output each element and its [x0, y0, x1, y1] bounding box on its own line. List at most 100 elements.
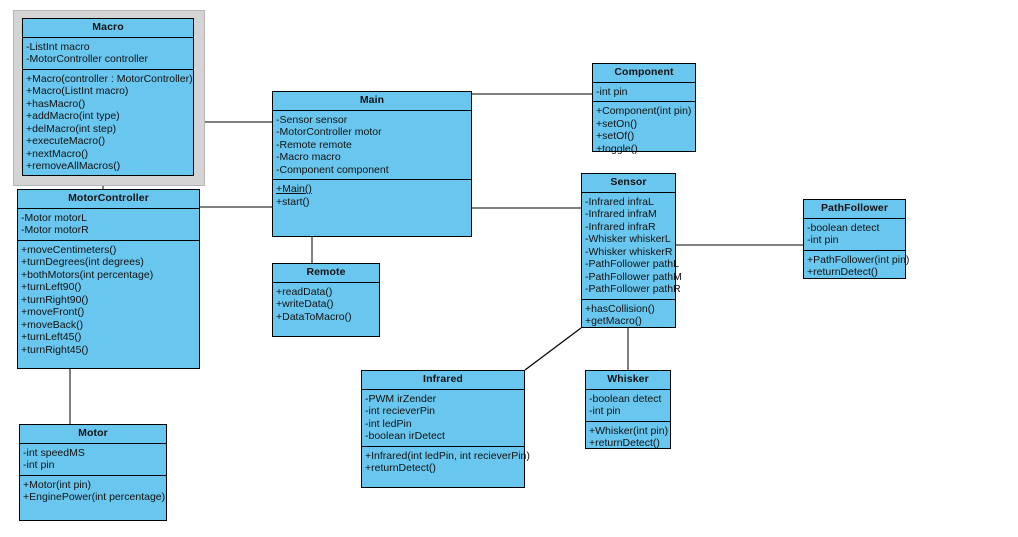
uml-member: -boolean detect: [807, 221, 880, 234]
uml-member: +turnLeft45(): [21, 331, 82, 343]
uml-member: -int pin: [807, 234, 839, 246]
uml-attributes-compartment: -boolean detect-int pin: [586, 390, 670, 421]
uml-class-whisker[interactable]: Whisker-boolean detect-int pin +Whisker(i…: [585, 370, 671, 449]
uml-attributes-compartment: -PWM irZender-int recieverPin-int ledPin…: [362, 390, 524, 446]
uml-member: -int recieverPin: [365, 405, 436, 417]
uml-member: -boolean irDetect: [365, 430, 445, 442]
uml-class-motorcontroller[interactable]: MotorController-Motor motorL-Motor motor…: [17, 189, 200, 369]
uml-member: +moveFront(): [21, 306, 85, 318]
uml-member: -PathFollower pathR: [585, 283, 681, 295]
uml-class-sensor[interactable]: Sensor-Infrared infraL-Infrared infraM-I…: [581, 173, 682, 331]
association-sensor-infrared: [524, 327, 582, 371]
uml-attributes-compartment: -Sensor sensor-MotorController motor-Rem…: [273, 111, 471, 180]
uml-methods-compartment: +Macro(controller : MotorController)+Mac…: [23, 68, 193, 176]
uml-class-name: Whisker: [586, 371, 670, 390]
uml-class-infrared[interactable]: Infrared-PWM irZender-int recieverPin-in…: [361, 370, 530, 488]
uml-member: -int pin: [596, 85, 628, 98]
uml-member: +Component(int pin): [596, 105, 692, 117]
uml-class-name: Sensor: [582, 174, 675, 193]
uml-member: +executeMacro(): [26, 135, 106, 147]
uml-member: -boolean detect: [589, 392, 662, 405]
uml-member: +returnDetect(): [365, 462, 436, 474]
uml-methods-compartment: +PathFollower(int pin)+returnDetect(): [804, 249, 910, 282]
uml-member: +removeAllMacros(): [26, 160, 121, 172]
uml-class-motor[interactable]: Motor-int speedMS-int pin+Motor(int pin)…: [19, 424, 167, 521]
uml-class-main[interactable]: Main-Sensor sensor-MotorController motor…: [272, 91, 472, 237]
uml-class-name: MotorController: [18, 190, 199, 209]
uml-member: -MotorController motor: [276, 126, 382, 138]
uml-member: -int speedMS: [23, 446, 85, 459]
uml-member: -int ledPin: [365, 417, 412, 430]
uml-member: +DataToMacro(): [276, 310, 352, 323]
uml-member: +Macro(ListInt macro): [26, 85, 129, 97]
uml-class-name: Main: [273, 92, 471, 111]
uml-member: -ListInt macro: [26, 40, 90, 53]
uml-class-name: Remote: [273, 264, 379, 283]
uml-methods-compartment: +Infrared(int ledPin, int recieverPin)+r…: [362, 445, 530, 478]
uml-attributes-compartment: -int speedMS-int pin: [20, 444, 166, 475]
uml-member: -Whisker whiskerR: [585, 245, 673, 258]
uml-member: +start(): [276, 195, 310, 208]
uml-member: +EnginePower(int percentage): [23, 491, 166, 503]
uml-member: +returnDetect(): [589, 437, 660, 449]
uml-member: +setOn(): [596, 117, 638, 130]
uml-member: +Motor(int pin): [23, 478, 91, 491]
uml-member: +hasMacro(): [26, 97, 86, 110]
uml-attributes-compartment: -int pin: [593, 83, 695, 102]
uml-member: +hasCollision(): [585, 302, 655, 315]
uml-member: +turnRight90(): [21, 293, 89, 306]
uml-member: +turnRight45(): [21, 343, 89, 356]
uml-member: +writeData(): [276, 298, 334, 310]
uml-member: -Motor motorL: [21, 211, 87, 224]
uml-member: +readData(): [276, 285, 333, 298]
uml-member: +getMacro(): [585, 315, 642, 327]
uml-class-macro[interactable]: Macro-ListInt macro-MotorController cont…: [22, 18, 194, 176]
uml-methods-compartment: +Motor(int pin)+EnginePower(int percenta…: [20, 474, 166, 507]
uml-class-remote[interactable]: Remote+readData()+writeData()+DataToMacr…: [272, 263, 380, 337]
uml-member: -PathFollower pathM: [585, 270, 682, 283]
uml-attributes-compartment: -Motor motorL-Motor motorR: [18, 209, 199, 240]
uml-member: +nextMacro(): [26, 147, 89, 160]
uml-member: -PWM irZender: [365, 392, 437, 405]
uml-member: +delMacro(int step): [26, 122, 117, 135]
uml-member: -Component component: [276, 163, 389, 176]
uml-member: +toggle(): [596, 142, 638, 155]
uml-member: -Macro macro: [276, 151, 341, 163]
uml-attributes-compartment: -boolean detect-int pin: [804, 219, 905, 250]
uml-member: -Whisker whiskerL: [585, 233, 671, 245]
uml-class-name: Motor: [20, 425, 166, 444]
uml-member: -PathFollower pathL: [585, 258, 679, 270]
uml-methods-compartment: +readData()+writeData()+DataToMacro(): [273, 283, 379, 327]
uml-methods-compartment: +Main()+start(): [273, 179, 471, 211]
uml-member: -Infrared infraR: [585, 220, 656, 233]
uml-class-name: Infrared: [362, 371, 524, 390]
uml-member: +PathFollower(int pin): [807, 253, 910, 266]
uml-methods-compartment: +hasCollision()+getMacro(): [582, 298, 675, 331]
uml-member: +Whisker(int pin): [589, 424, 669, 437]
uml-member: +turnLeft90(): [21, 281, 82, 293]
uml-member: +Macro(controller : MotorController): [26, 72, 193, 85]
uml-class-name: PathFollower: [804, 200, 905, 219]
uml-member: +turnDegrees(int degrees): [21, 256, 144, 268]
uml-member: -int pin: [23, 459, 55, 471]
uml-member: +bothMotors(int percentage): [21, 268, 154, 281]
uml-member: +Main(): [276, 183, 312, 195]
uml-member: -Remote remote: [276, 138, 352, 151]
uml-class-component[interactable]: Component-int pin+Component(int pin)+set…: [592, 63, 696, 154]
uml-member: +addMacro(int type): [26, 110, 120, 122]
uml-member: +moveCentimeters(): [21, 243, 117, 256]
uml-attributes-compartment: -ListInt macro-MotorController controlle…: [23, 38, 193, 69]
uml-member: -Motor motorR: [21, 224, 89, 236]
uml-class-name: Macro: [23, 19, 193, 38]
uml-member: +setOf(): [596, 130, 635, 142]
uml-class-name: Component: [593, 64, 695, 83]
uml-methods-compartment: +Component(int pin)+setOn()+setOf()+togg…: [593, 101, 695, 158]
uml-methods-compartment: +moveCentimeters()+turnDegrees(int degre…: [18, 239, 199, 360]
uml-class-pathfollower[interactable]: PathFollower-boolean detect-int pin+Path…: [803, 199, 910, 282]
uml-member: -Infrared infraL: [585, 195, 654, 208]
uml-member: +returnDetect(): [807, 266, 878, 278]
uml-member: -Sensor sensor: [276, 113, 348, 126]
uml-member: -MotorController controller: [26, 53, 148, 65]
